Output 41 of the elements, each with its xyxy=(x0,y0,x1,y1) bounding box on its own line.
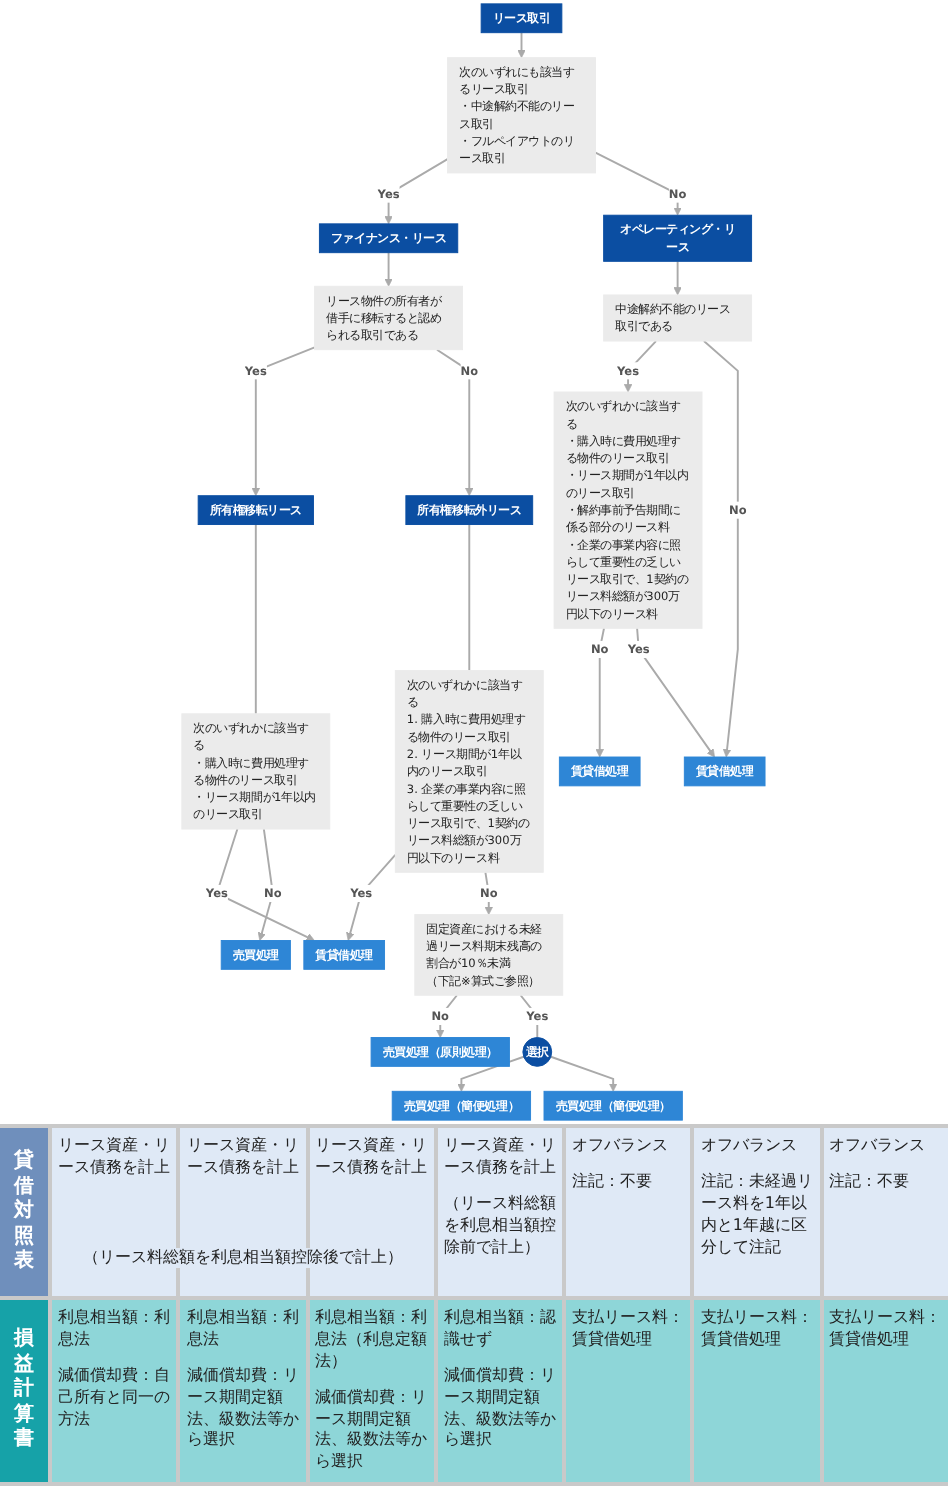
cell-text: リース資産・リース債務を計上 xyxy=(186,1136,300,1181)
cell-text: 支払リース料：賃貸借処理 xyxy=(572,1308,685,1353)
cell-text: 支払リース料：賃貸借処理 xyxy=(829,1308,942,1353)
cell-text: 注記：不要 xyxy=(572,1172,655,1195)
arrow xyxy=(346,854,397,942)
arrow xyxy=(595,152,683,216)
row-header: 貸借対照表 xyxy=(0,1128,48,1297)
cell-text: オフバランス xyxy=(572,1136,671,1159)
arrow xyxy=(550,1056,618,1093)
cell-text: 注記：未経過リース料を1年以内と1年越に区分して注記 xyxy=(700,1172,814,1259)
cell-text: 利息相当額：利息法 xyxy=(186,1308,300,1353)
cell-text: 減価償却費：自己所有と同一の方法 xyxy=(58,1366,171,1431)
arrow xyxy=(384,158,450,225)
cell-text: 利息相当額：認識せず xyxy=(443,1308,557,1353)
cell-text: 注記：不要 xyxy=(829,1172,912,1195)
cell-text: オフバランス xyxy=(700,1136,799,1159)
cell-text: 利息相当額：利息法 xyxy=(58,1308,171,1353)
arrow xyxy=(636,627,716,758)
cell-text: （リース料総額を利息相当額控除前で計上） xyxy=(443,1194,557,1259)
arrow xyxy=(703,340,740,758)
cell-text: 減価償却費：リース期間定額法、級数法等から選択 xyxy=(315,1387,428,1474)
cell-text: オフバランス xyxy=(829,1136,928,1159)
cell-text: 減価償却費：リース期間定額法、級数法等から選択 xyxy=(443,1366,557,1453)
arrow xyxy=(436,349,475,497)
arrow xyxy=(517,32,527,59)
row-header: 損益計算書 xyxy=(0,1300,48,1482)
cell-text: 減価償却費：リース期間定額法、級数法等から選択 xyxy=(186,1366,300,1453)
arrow xyxy=(673,260,683,296)
cell-text: 利息相当額：利息法（利息定額法） xyxy=(315,1308,428,1374)
cell-text: リース資産・リース債務を計上 xyxy=(443,1136,557,1181)
cell-text: 支払リース料：賃貸借処理 xyxy=(700,1308,814,1353)
arrow xyxy=(216,828,316,942)
arrow xyxy=(252,346,317,497)
arrow xyxy=(258,828,275,942)
arrow xyxy=(384,252,394,288)
cell-text: リース資産・リース債務を計上 xyxy=(315,1136,428,1181)
arrow xyxy=(596,627,606,758)
connector xyxy=(255,524,258,716)
cell-text: リース資産・リース債務を計上 xyxy=(58,1136,171,1181)
connector xyxy=(468,524,471,672)
arrow xyxy=(485,871,494,916)
